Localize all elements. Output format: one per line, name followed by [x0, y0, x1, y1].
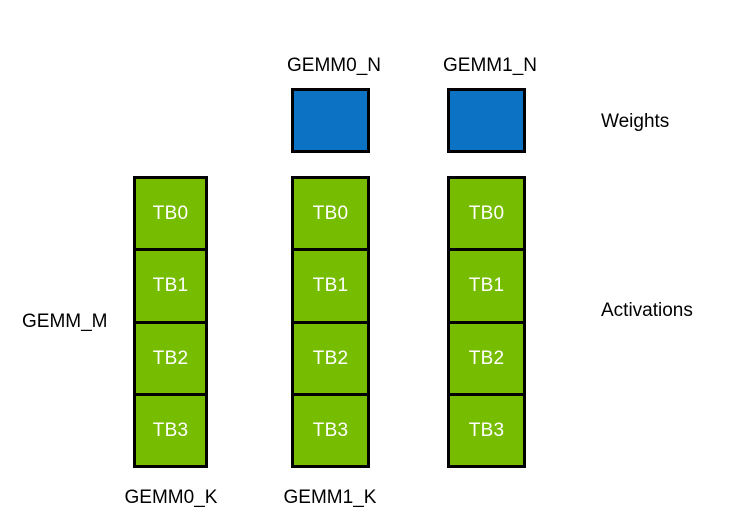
activations-cell: TB2: [447, 320, 526, 396]
activations-cell: TB2: [291, 320, 370, 396]
activations-cell-label: TB2: [468, 347, 505, 369]
top-label-gemm0-n-line1: GEMM0_N: [287, 55, 381, 76]
activations-cell-label: TB0: [312, 203, 349, 225]
activations-cell-label: TB3: [312, 419, 349, 441]
activations-cell: TB3: [291, 392, 370, 468]
activations-cell: TB3: [447, 392, 526, 468]
weights-box-gemm1: [447, 88, 526, 153]
weights-box-gemm0: [291, 88, 370, 153]
activations-cell-label: TB3: [152, 419, 189, 441]
activations-column-0: TB0 TB1 TB2 TB3: [133, 176, 208, 468]
top-label-gemm1-n-line1: GEMM1_N: [443, 55, 537, 76]
activations-cell-label: TB1: [152, 275, 189, 297]
activations-cell: TB1: [447, 248, 526, 324]
legend-label-activations: Activations: [601, 300, 693, 321]
left-label-gemm-m: GEMM_M: [22, 311, 108, 332]
legend-label-weights: Weights: [601, 111, 670, 132]
activations-cell-label: TB0: [468, 203, 505, 225]
bottom-label-gemm0-k: GEMM0_K: [124, 487, 218, 508]
activations-cell: TB0: [291, 176, 370, 252]
activations-cell: TB0: [447, 176, 526, 252]
activations-column-1: TB0 TB1 TB2 TB3: [291, 176, 370, 468]
activations-cell-label: TB2: [312, 347, 349, 369]
activations-cell-label: TB0: [152, 203, 189, 225]
activations-column-2: TB0 TB1 TB2 TB3: [447, 176, 526, 468]
bottom-label-gemm1-k: GEMM1_K: [283, 487, 377, 508]
activations-cell-label: TB3: [468, 419, 505, 441]
activations-cell: TB3: [133, 392, 208, 468]
activations-cell: TB0: [133, 176, 208, 252]
activations-cell: TB1: [291, 248, 370, 324]
activations-cell: TB1: [133, 248, 208, 324]
activations-cell-label: TB1: [468, 275, 505, 297]
activations-cell: TB2: [133, 320, 208, 396]
activations-cell-label: TB1: [312, 275, 349, 297]
activations-cell-label: TB2: [152, 347, 189, 369]
